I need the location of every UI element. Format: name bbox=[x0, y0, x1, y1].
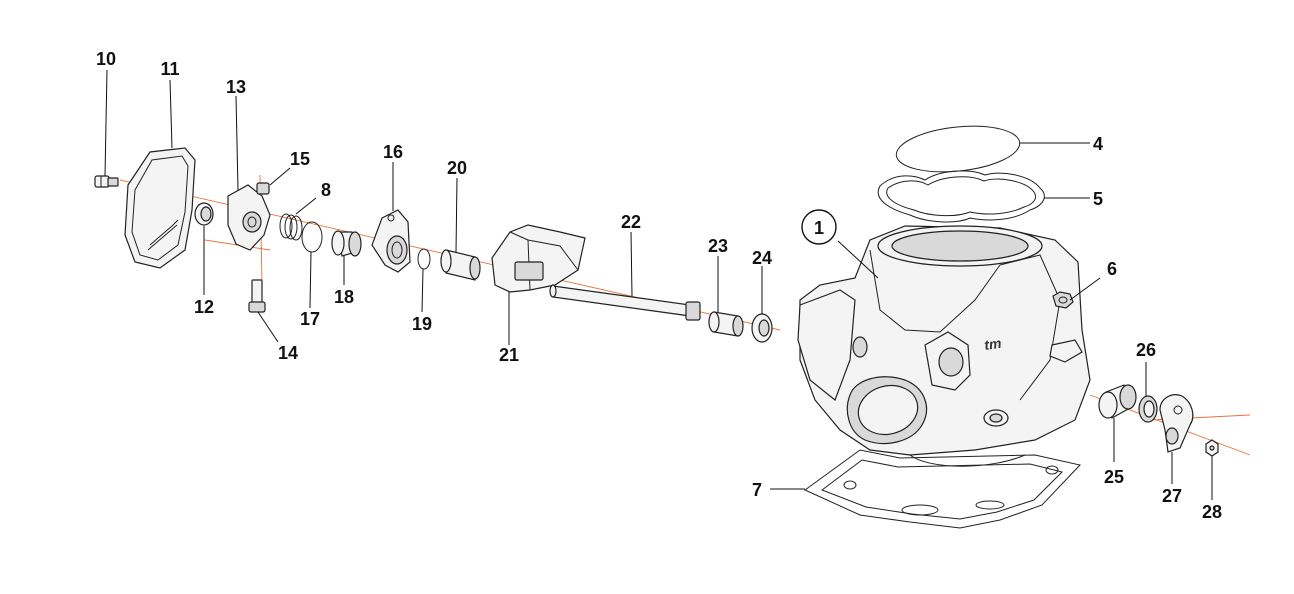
part-15-nut bbox=[256, 182, 270, 195]
part-18-bushing bbox=[331, 230, 362, 257]
leader-lines bbox=[104, 69, 1213, 500]
label-1: 1 bbox=[814, 218, 824, 238]
label-5: 5 bbox=[1093, 189, 1103, 209]
part-20-sleeve bbox=[440, 249, 481, 281]
label-27: 27 bbox=[1162, 486, 1182, 506]
part-13-lever bbox=[227, 184, 271, 251]
part-7-gasket bbox=[804, 449, 1081, 529]
label-17: 17 bbox=[300, 309, 320, 329]
part-23-bushing bbox=[708, 311, 744, 337]
part-14-bolt bbox=[248, 279, 266, 313]
part-27-lever-plate bbox=[1159, 394, 1194, 453]
part-26-seal bbox=[1138, 395, 1158, 423]
label-8: 8 bbox=[321, 180, 331, 200]
label-25: 25 bbox=[1104, 467, 1124, 487]
part-1-cylinder: tm bbox=[797, 225, 1091, 467]
label-15: 15 bbox=[290, 149, 310, 169]
label-14: 14 bbox=[278, 343, 298, 363]
label-19: 19 bbox=[412, 314, 432, 334]
label-18: 18 bbox=[334, 287, 354, 307]
part-10-screw bbox=[94, 175, 119, 188]
label-16: 16 bbox=[383, 142, 403, 162]
part-labels: 1 4 5 6 7 8 10 11 12 13 14 15 16 17 18 1… bbox=[96, 49, 1222, 522]
part-25-sleeve bbox=[1098, 384, 1137, 419]
part-28-nut bbox=[1205, 439, 1219, 457]
part-12-washer bbox=[194, 202, 214, 226]
label-12: 12 bbox=[194, 297, 214, 317]
part-5-gasket bbox=[877, 170, 1045, 223]
part-17-ring bbox=[301, 221, 323, 253]
part-8-spring bbox=[279, 213, 303, 241]
label-7: 7 bbox=[752, 480, 762, 500]
label-20: 20 bbox=[447, 158, 467, 178]
part-21-valve-bracket bbox=[491, 224, 586, 293]
svg-text:tm: tm bbox=[983, 335, 1002, 353]
label-22: 22 bbox=[621, 212, 641, 232]
label-6: 6 bbox=[1107, 259, 1117, 279]
label-23: 23 bbox=[708, 236, 728, 256]
label-26: 26 bbox=[1136, 340, 1156, 360]
label-11: 11 bbox=[160, 59, 179, 79]
part-24-washer bbox=[751, 313, 773, 343]
part-22-shaft bbox=[549, 284, 701, 321]
label-4: 4 bbox=[1093, 134, 1103, 154]
part-16-flange bbox=[371, 209, 411, 273]
part-19-oring bbox=[417, 248, 431, 270]
label-24: 24 bbox=[752, 248, 772, 268]
label-13: 13 bbox=[226, 77, 246, 97]
part-11-cover bbox=[124, 147, 196, 269]
label-10: 10 bbox=[96, 49, 116, 69]
part-6-nut bbox=[1052, 291, 1074, 309]
part-4-oring bbox=[895, 125, 1021, 173]
callout-circle-1 bbox=[801, 209, 837, 245]
label-28: 28 bbox=[1202, 502, 1222, 522]
label-21: 21 bbox=[499, 345, 519, 365]
